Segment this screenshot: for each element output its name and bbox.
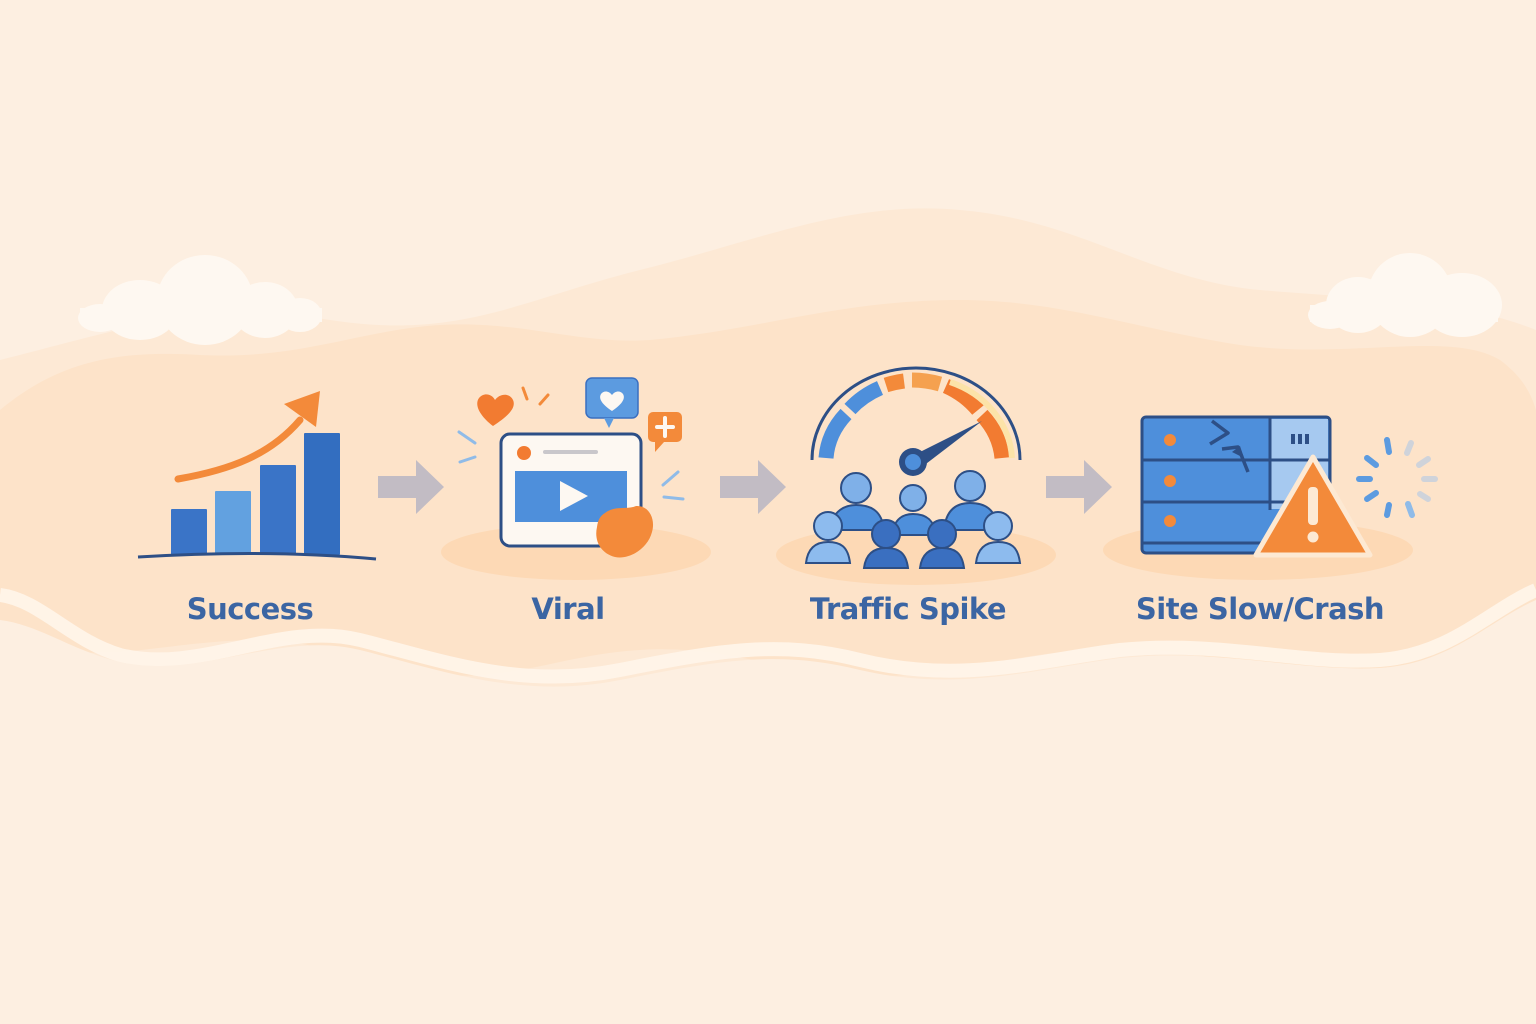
step-label: Traffic Spike <box>809 592 1007 626</box>
arrow-right-icon <box>378 460 444 514</box>
step-label: Success <box>186 592 314 626</box>
arrow-right-icon <box>720 460 786 514</box>
step-label: Viral <box>531 592 605 626</box>
arrow-right-icon <box>1046 460 1112 514</box>
step-label: Site Slow/Crash <box>1135 592 1385 626</box>
cloud-right <box>1308 253 1502 337</box>
wave-line-back <box>0 583 1536 684</box>
background-lower <box>0 600 1536 1024</box>
cloud-left <box>78 255 322 345</box>
